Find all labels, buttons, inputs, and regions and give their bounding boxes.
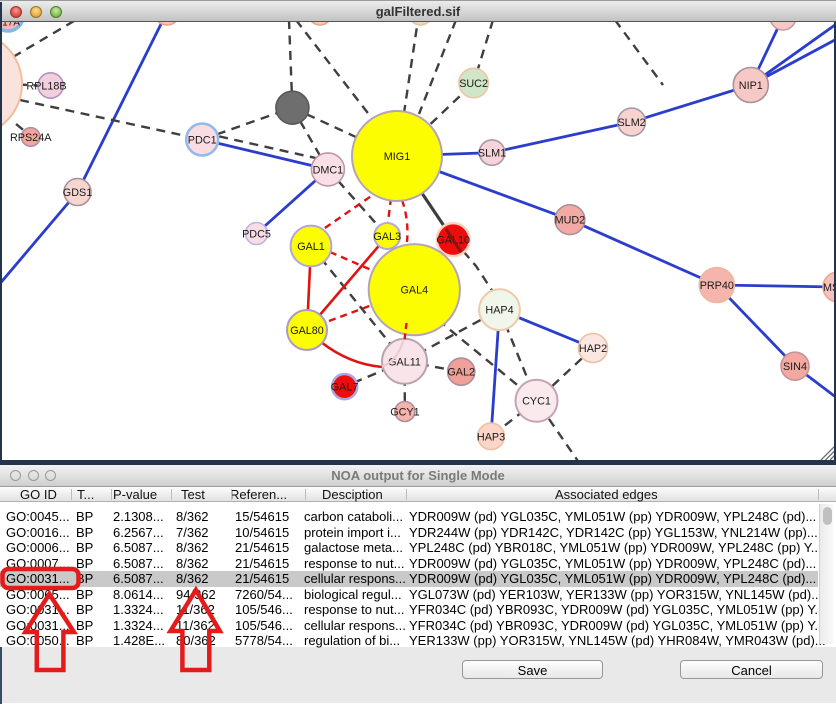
svg-text:17A: 17A xyxy=(2,22,20,29)
svg-text:PDC5: PDC5 xyxy=(242,229,271,241)
svg-text:SIN4: SIN4 xyxy=(783,361,807,373)
svg-text:HAP3: HAP3 xyxy=(477,431,505,443)
svg-text:NIP1: NIP1 xyxy=(739,80,763,92)
svg-text:GCY1: GCY1 xyxy=(390,407,419,419)
svg-text:RPL18B: RPL18B xyxy=(26,81,66,93)
svg-text:MIG1: MIG1 xyxy=(384,151,410,163)
svg-text:GAL2: GAL2 xyxy=(447,367,475,379)
svg-text:HAP4: HAP4 xyxy=(485,305,513,317)
svg-text:GAL3: GAL3 xyxy=(373,231,401,243)
svg-text:MUD2: MUD2 xyxy=(555,215,586,227)
svg-text:SLM2: SLM2 xyxy=(617,117,645,129)
svg-text:GDS1: GDS1 xyxy=(63,187,92,199)
svg-text:CYC1: CYC1 xyxy=(522,396,551,408)
svg-text:SLM1: SLM1 xyxy=(478,148,506,160)
svg-text:GAL7: GAL7 xyxy=(331,382,359,394)
svg-text:GAL80: GAL80 xyxy=(290,325,324,337)
svg-text:HAP2: HAP2 xyxy=(579,343,607,355)
svg-text:GAL1: GAL1 xyxy=(297,241,325,253)
svg-text:PRP40: PRP40 xyxy=(700,280,734,292)
svg-text:PDC1: PDC1 xyxy=(188,135,217,147)
svg-text:DMC1: DMC1 xyxy=(313,164,344,176)
svg-text:GAL11: GAL11 xyxy=(388,356,421,368)
svg-text:SUC2: SUC2 xyxy=(459,78,488,90)
svg-text:RPS24A: RPS24A xyxy=(10,132,52,144)
svg-text:GAL4: GAL4 xyxy=(400,285,428,297)
svg-text:MSN5: MSN5 xyxy=(823,282,836,294)
